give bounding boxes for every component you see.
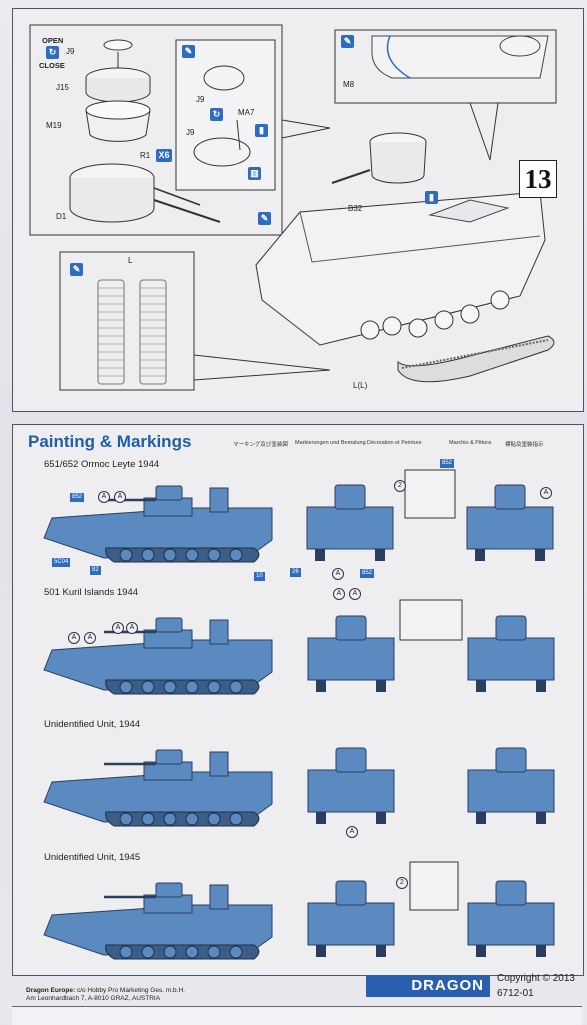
decal-number: 82 bbox=[90, 566, 101, 575]
glue-icon: ✎ bbox=[70, 263, 83, 276]
part-j9: J9 bbox=[186, 128, 195, 137]
distributor-address: Dragon Europe: c/o Hobby Pro Marketing G… bbox=[26, 987, 185, 1003]
decal-number: 852 bbox=[360, 569, 375, 578]
label-close: CLOSE bbox=[39, 61, 65, 70]
callout-2: 2 bbox=[394, 480, 406, 492]
lang-fr: Décoration et Peinture bbox=[367, 440, 422, 446]
assembly-illustration bbox=[29, 24, 557, 391]
callout-a: A bbox=[333, 588, 345, 600]
part-j9: J9 bbox=[196, 95, 205, 104]
part-m8: M8 bbox=[343, 80, 355, 89]
part-j15: J15 bbox=[56, 83, 69, 92]
scheme-name: 501 Kuril Islands 1944 bbox=[44, 587, 139, 598]
bottle-icon: ▮ bbox=[425, 191, 438, 204]
decal-number: 5C04 bbox=[52, 558, 71, 567]
callout-a: A bbox=[112, 622, 124, 634]
brand-logo: DRAGON bbox=[366, 975, 490, 997]
section-title: Painting & Markings bbox=[28, 432, 192, 451]
scheme-name: Unidentified Unit, 1944 bbox=[44, 719, 141, 730]
address-line-2: Am Leonhardbach 7, A-8010 GRAZ, AUSTRIA bbox=[26, 995, 161, 1002]
lang-it: Marchio & Pittura bbox=[449, 440, 492, 446]
part-b32: B32 bbox=[348, 204, 363, 213]
camouflage-profiles bbox=[42, 469, 555, 961]
callout-2: 2 bbox=[396, 877, 408, 889]
step-number: 13 bbox=[519, 160, 557, 198]
glue-icon: ✎ bbox=[341, 35, 354, 48]
photo-etch-icon: ▥ bbox=[248, 167, 261, 180]
callout-a: A bbox=[346, 826, 358, 838]
kit-code: 6712-01 bbox=[497, 988, 534, 999]
callout-a: A bbox=[126, 622, 138, 634]
address-line-1: c/o Hobby Pro Marketing Ges. m.b.H. bbox=[76, 987, 185, 994]
decal-number: 10 bbox=[254, 572, 265, 581]
company-name: Dragon Europe: bbox=[26, 987, 76, 994]
callout-a: A bbox=[349, 588, 361, 600]
callout-a: A bbox=[68, 632, 80, 644]
part-l-left: L(L) bbox=[353, 381, 368, 390]
scheme-name: Unidentified Unit, 1945 bbox=[44, 852, 141, 863]
part-d1: D1 bbox=[56, 212, 67, 221]
footer-strip bbox=[12, 1006, 582, 1025]
bottle-icon: ▮ bbox=[255, 124, 268, 137]
open-close-icon: ↻ bbox=[210, 108, 223, 121]
times-six-icon: X6 bbox=[156, 149, 172, 162]
decal-number: 26 bbox=[290, 568, 301, 577]
glue-icon: ✎ bbox=[258, 212, 271, 225]
part-l: L bbox=[128, 256, 133, 265]
scheme-name: 651/652 Ormoc Leyte 1944 bbox=[44, 459, 160, 470]
lang-cn: 標貼及塗裝指示 bbox=[505, 442, 544, 448]
callout-a: A bbox=[332, 568, 344, 580]
part-m19: M19 bbox=[46, 121, 62, 130]
part-ma7: MA7 bbox=[238, 108, 255, 117]
times-six-label: X6 bbox=[158, 150, 170, 160]
copyright: Copyright © 2013 bbox=[497, 973, 575, 984]
glue-icon: ✎ bbox=[182, 45, 195, 58]
decal-number: 852 bbox=[70, 493, 85, 502]
part-r1: R1 bbox=[140, 151, 151, 160]
callout-a: A bbox=[84, 632, 96, 644]
part-j9: J9 bbox=[66, 47, 75, 56]
callout-a: A bbox=[98, 491, 110, 503]
decal-number: 852 bbox=[440, 459, 455, 468]
open-close-icon: ↻ bbox=[46, 46, 59, 59]
lang-jp: マーキング及び塗装図 bbox=[233, 442, 288, 448]
lang-de: Markierungen und Bemalung bbox=[295, 440, 366, 446]
label-open: OPEN bbox=[42, 36, 64, 45]
callout-a: A bbox=[114, 491, 126, 503]
callout-a: A bbox=[540, 487, 552, 499]
